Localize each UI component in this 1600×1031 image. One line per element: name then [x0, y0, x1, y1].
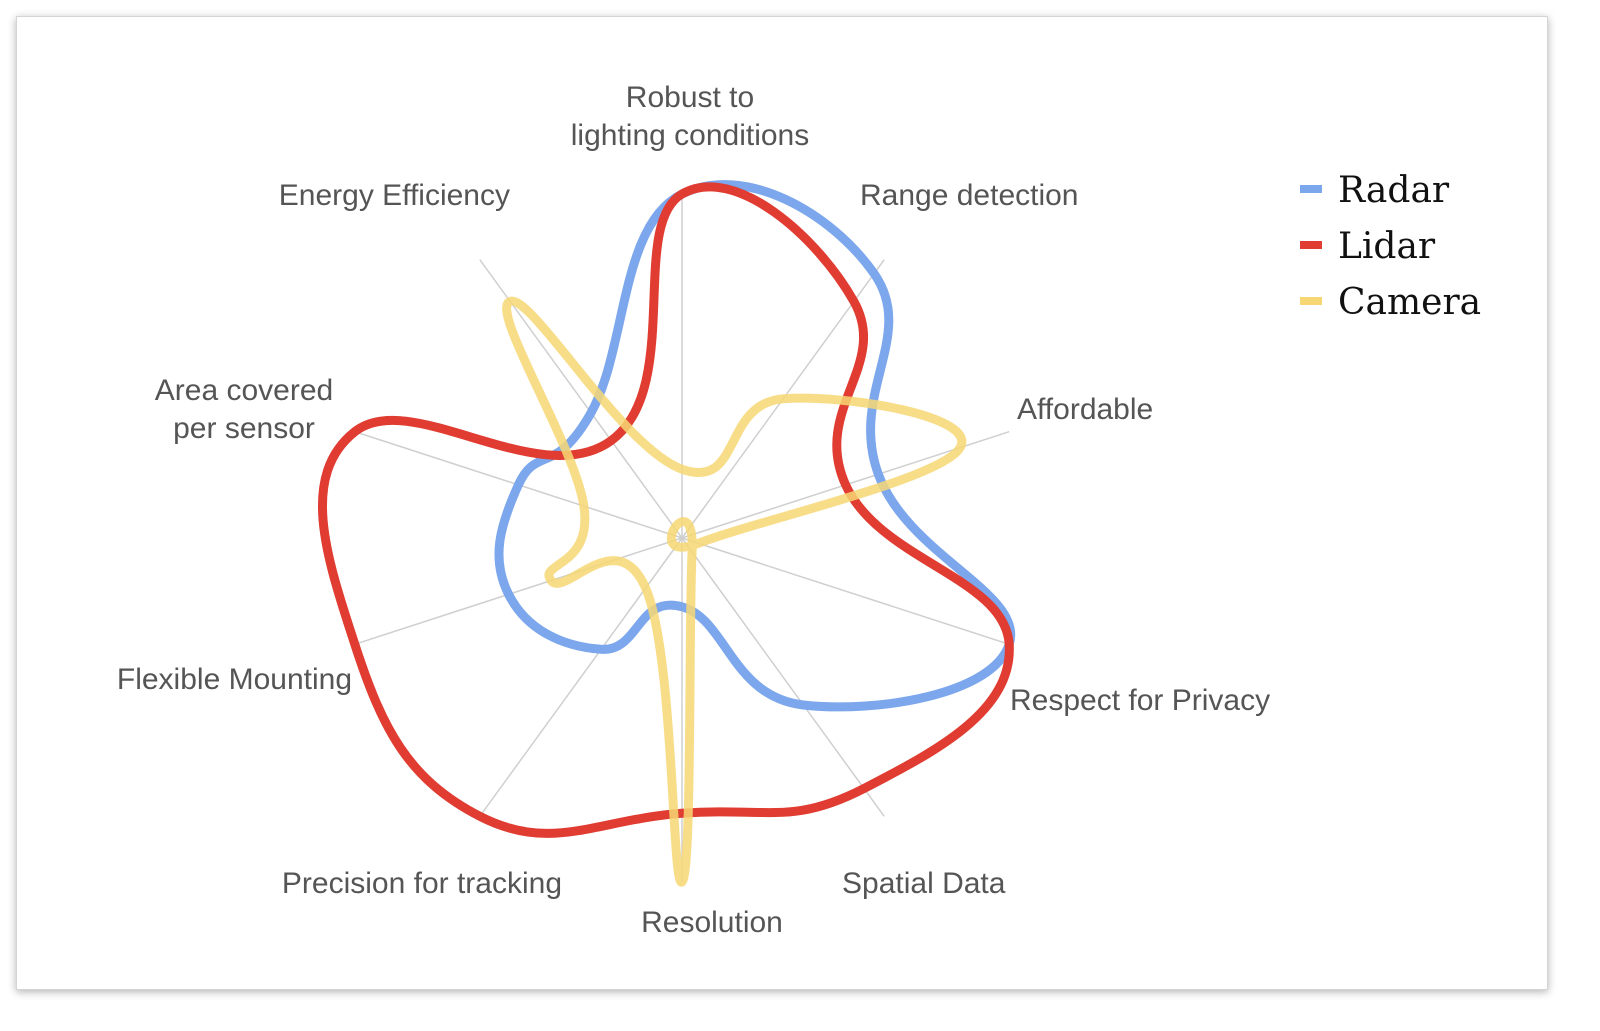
- spoke-spatial-data: [681, 537, 885, 817]
- series-camera: [502, 296, 967, 887]
- legend-label-lidar: Lidar: [1338, 226, 1436, 267]
- legend-label-radar: Radar: [1338, 170, 1450, 211]
- spoke-energy-efficiency: [479, 259, 683, 539]
- legend-swatch-radar: [1300, 185, 1322, 193]
- legend-item-radar: Radar: [1300, 170, 1450, 211]
- spoke-respect-for-privacy: [681, 537, 1010, 646]
- spoke-flexible-mounting: [354, 537, 683, 646]
- legend-swatch-camera: [1300, 297, 1322, 305]
- axis-label-energy-efficiency: Energy Efficiency: [279, 179, 510, 212]
- radar-series-layer: [317, 180, 1016, 887]
- legend-swatch-lidar: [1300, 241, 1322, 249]
- spoke-precision-for-tracking: [479, 537, 683, 817]
- chart-card: [16, 16, 1548, 990]
- axis-label-affordable: Affordable: [1017, 393, 1153, 426]
- axis-label-resolution: Resolution: [641, 906, 783, 939]
- legend-item-camera: Camera: [1300, 282, 1481, 323]
- axis-label-flexible-mounting: Flexible Mounting: [117, 663, 352, 696]
- series-radar: [494, 180, 1016, 712]
- series-lidar: [317, 182, 1014, 838]
- legend-label-camera: Camera: [1338, 282, 1481, 323]
- axis-label-spatial-data: Spatial Data: [842, 867, 1006, 900]
- radar-spokes: [354, 194, 1010, 882]
- axis-label-range-detection: Range detection: [860, 179, 1079, 212]
- axis-label-precision-for-tracking: Precision for tracking: [282, 867, 562, 900]
- axis-label-respect-for-privacy: Respect for Privacy: [1010, 684, 1270, 717]
- legend-item-lidar: Lidar: [1300, 226, 1436, 267]
